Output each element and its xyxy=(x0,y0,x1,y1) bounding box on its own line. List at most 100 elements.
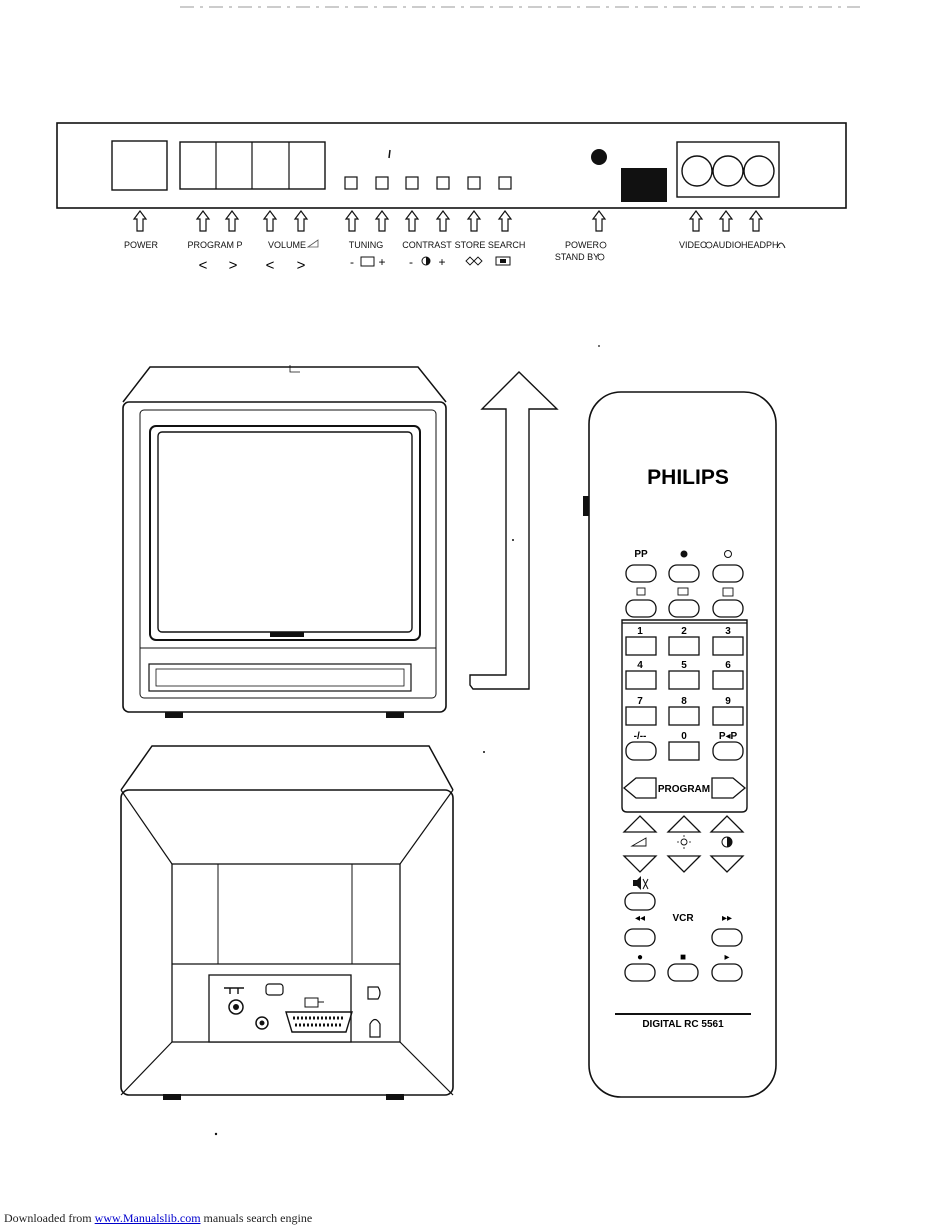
up-arrow-icon xyxy=(499,211,511,231)
contrast-minus: - xyxy=(409,255,413,269)
up-arrow-icon xyxy=(593,211,605,231)
control-flap xyxy=(149,664,411,691)
key-pp xyxy=(626,565,656,582)
program-volume-keys xyxy=(180,142,325,189)
remote-control: PHILIPS PP 1 2 3 4 5 6 7 8 9 xyxy=(583,392,776,1097)
key-rewind xyxy=(625,929,655,946)
key-3 xyxy=(713,637,743,655)
key-label-9: 9 xyxy=(725,696,731,707)
ir-receiver-window xyxy=(621,168,667,202)
key-input xyxy=(669,600,699,617)
circle-icon xyxy=(600,242,606,248)
key-label-pp-swap: P◂P xyxy=(719,731,738,742)
up-arrow-icon xyxy=(690,211,702,231)
key-fastforward xyxy=(712,929,742,946)
tuning-minus: - xyxy=(350,255,354,269)
pointer-arrows xyxy=(134,211,762,231)
program-down-symbol: < xyxy=(199,257,208,274)
rewind-label: ◂◂ xyxy=(635,913,645,924)
key-4 xyxy=(626,671,656,689)
label-headph: HEADPH. xyxy=(741,240,781,250)
key-pp-swap xyxy=(713,742,743,760)
key-label-digits: -/-- xyxy=(634,731,647,742)
label-tuning: TUNING xyxy=(349,240,384,250)
key-screen xyxy=(626,600,656,617)
program-up-symbol: > xyxy=(229,257,238,274)
key-digits xyxy=(626,742,656,760)
up-arrow-icon xyxy=(468,211,480,231)
key-8 xyxy=(669,707,699,725)
manualslib-link[interactable]: www.Manualslib.com xyxy=(95,1211,201,1225)
key-0 xyxy=(669,742,699,760)
key-label-pp: PP xyxy=(634,549,648,560)
label-program: PROGRAM P xyxy=(187,240,242,250)
label-power: POWER xyxy=(124,240,159,250)
download-footer: Downloaded from www.Manualslib.com manua… xyxy=(4,1211,312,1226)
key-6 xyxy=(713,671,743,689)
label-store-search: STORE SEARCH xyxy=(455,240,526,250)
key-label-5: 5 xyxy=(681,660,687,671)
key-label-3: 3 xyxy=(725,626,731,637)
key-record xyxy=(625,964,655,981)
key-label-6: 6 xyxy=(725,660,731,671)
front-panel-symbols: < > < > - + - + xyxy=(199,255,510,274)
tv-rear-view xyxy=(121,746,453,1100)
store-icon xyxy=(466,257,482,265)
power-switch xyxy=(112,141,167,190)
label-video: VIDEO xyxy=(679,240,707,250)
front-panel-labels: POWER PROGRAM P VOLUME TUNING CONTRAST S… xyxy=(124,240,785,262)
play-label: ▸ xyxy=(724,952,729,963)
up-arrow-icon xyxy=(376,211,388,231)
key-stop xyxy=(668,964,698,981)
label-standby: STAND BY xyxy=(555,252,599,262)
remote-brand-logo: PHILIPS xyxy=(647,466,729,489)
tv-front-view xyxy=(123,365,446,718)
label-contrast: CONTRAST xyxy=(402,240,452,250)
vcr-label: VCR xyxy=(672,913,694,924)
key-label-1: 1 xyxy=(637,626,643,637)
key-7 xyxy=(626,707,656,725)
front-panel xyxy=(57,123,846,208)
key-label-2: 2 xyxy=(681,626,687,637)
up-arrow-icon xyxy=(437,211,449,231)
record-label: ● xyxy=(637,952,643,963)
power-led xyxy=(591,149,607,165)
label-audio: AUDIO xyxy=(713,240,742,250)
key-5 xyxy=(669,671,699,689)
key-timer xyxy=(713,600,743,617)
label-volume: VOLUME xyxy=(268,240,306,250)
fastforward-label: ▸▸ xyxy=(722,913,732,924)
footer-prefix: Downloaded from xyxy=(4,1211,95,1225)
up-arrow-icon xyxy=(264,211,276,231)
volume-up-symbol: > xyxy=(297,257,306,274)
key-9 xyxy=(713,707,743,725)
up-arrow-icon xyxy=(295,211,307,231)
key-menu xyxy=(713,565,743,582)
key-mute xyxy=(625,893,655,910)
up-arrow-icon xyxy=(226,211,238,231)
key-1 xyxy=(626,637,656,655)
tv-screen xyxy=(150,426,420,640)
key-label-4: 4 xyxy=(637,660,643,671)
key-label-8: 8 xyxy=(681,696,687,707)
up-arrow-icon xyxy=(406,211,418,231)
circle-icon xyxy=(725,551,732,558)
up-arrow-icon xyxy=(197,211,209,231)
dot-icon xyxy=(681,551,688,558)
up-arrow-icon xyxy=(346,211,358,231)
key-play xyxy=(712,964,742,981)
label-power-led: POWER xyxy=(565,240,600,250)
up-arrow-icon xyxy=(720,211,732,231)
footer-suffix: manuals search engine xyxy=(201,1211,313,1225)
volume-down-symbol: < xyxy=(266,257,275,274)
tuning-icon xyxy=(361,257,374,266)
up-arrow-icon xyxy=(134,211,146,231)
up-arrow-icon xyxy=(750,211,762,231)
direction-arrow xyxy=(470,372,557,689)
contrast-plus: + xyxy=(438,255,445,269)
program-label: PROGRAM xyxy=(658,784,710,795)
key-2 xyxy=(669,637,699,655)
key-label-0: 0 xyxy=(681,731,687,742)
key-label-7: 7 xyxy=(637,696,643,707)
